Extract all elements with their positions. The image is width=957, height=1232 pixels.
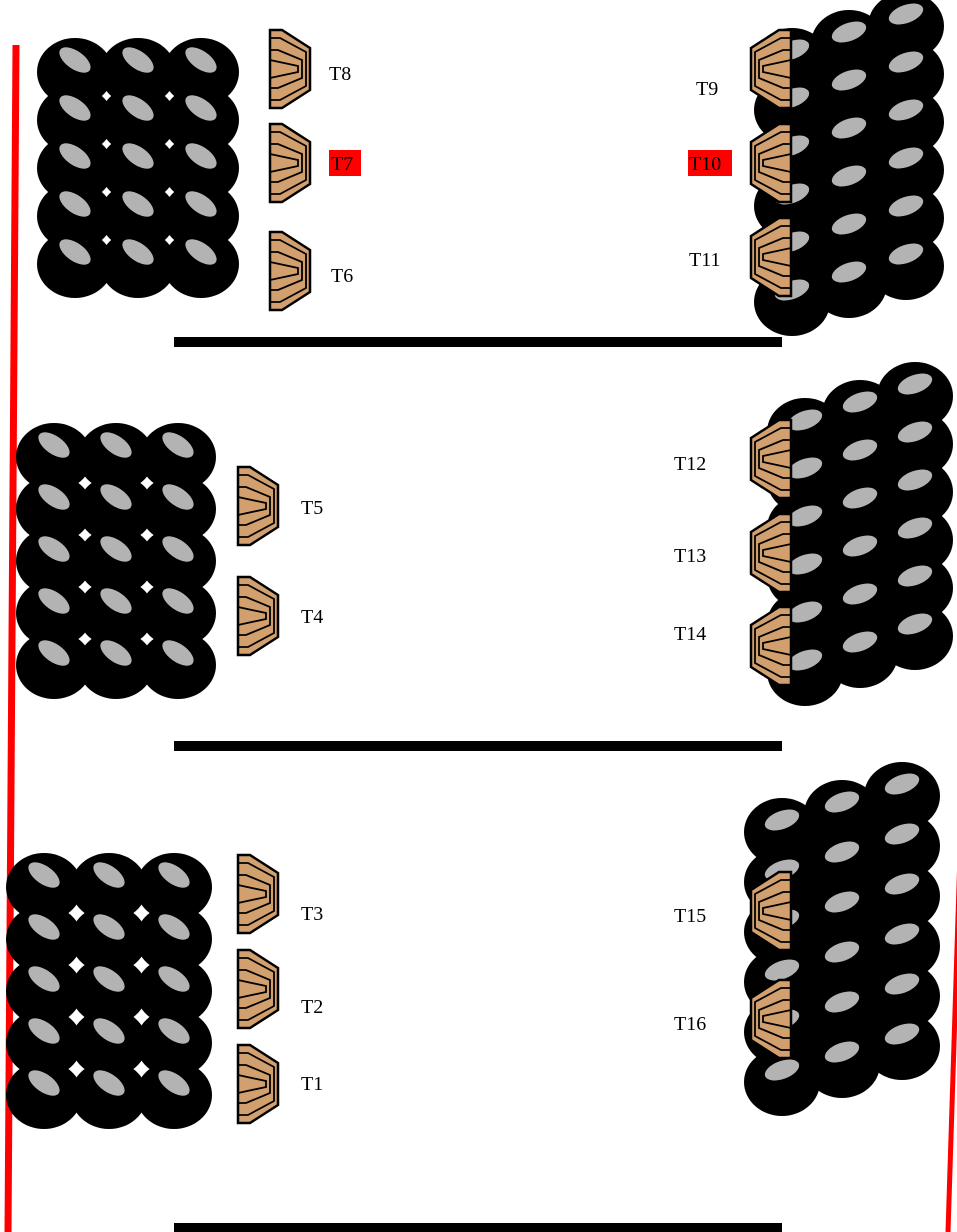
roller-body <box>71 1061 147 1129</box>
tool-label-t15: T15 <box>674 905 706 927</box>
tool-t12[interactable] <box>751 420 791 498</box>
separator-bar-middle <box>174 741 782 751</box>
tool-label-t8: T8 <box>329 63 351 85</box>
tool-label-t16: T16 <box>674 1013 706 1035</box>
roller-body <box>140 631 216 699</box>
roller-cluster-middle-left <box>16 423 216 699</box>
tool-t5[interactable] <box>238 467 278 545</box>
tool-t13[interactable] <box>751 514 791 592</box>
tool-t3[interactable] <box>238 855 278 933</box>
tool-label-t2: T2 <box>301 996 323 1018</box>
tool-t9[interactable] <box>751 30 791 108</box>
tool-t1[interactable] <box>238 1045 278 1123</box>
roller-body <box>877 602 953 670</box>
roller-body <box>6 1061 82 1129</box>
tool-t2[interactable] <box>238 950 278 1028</box>
tool-t7[interactable] <box>270 124 310 202</box>
tool-label-t4: T4 <box>301 606 323 628</box>
tool-t8[interactable] <box>270 30 310 108</box>
tool-label-t7: T7 <box>331 153 353 175</box>
tool-label-t6: T6 <box>331 265 353 287</box>
tool-label-t14: T14 <box>674 623 706 645</box>
tool-t14[interactable] <box>751 607 791 685</box>
tool-label-t13: T13 <box>674 545 706 567</box>
roller-body <box>163 230 239 298</box>
tool-label-t3: T3 <box>301 903 323 925</box>
roller-cluster-bottom-left <box>6 853 212 1129</box>
roller-body <box>868 232 944 300</box>
roller-body <box>136 1061 212 1129</box>
roller-cluster-middle-right <box>767 362 953 706</box>
roller-cluster-top-left <box>37 38 239 298</box>
roller-body <box>864 1012 940 1080</box>
tool-label-t12: T12 <box>674 453 706 475</box>
separator-bar-bottom <box>174 1223 782 1232</box>
separator-bar-top <box>174 337 782 347</box>
tool-label-t11: T11 <box>689 249 720 271</box>
tool-t10[interactable] <box>751 124 791 202</box>
tool-label-t5: T5 <box>301 497 323 519</box>
tool-label-t1: T1 <box>301 1073 323 1095</box>
tool-t4[interactable] <box>238 577 278 655</box>
tool-t6[interactable] <box>270 232 310 310</box>
tool-label-t9: T9 <box>696 78 718 100</box>
tool-label-t10: T10 <box>689 153 721 175</box>
tool-t11[interactable] <box>751 218 791 296</box>
